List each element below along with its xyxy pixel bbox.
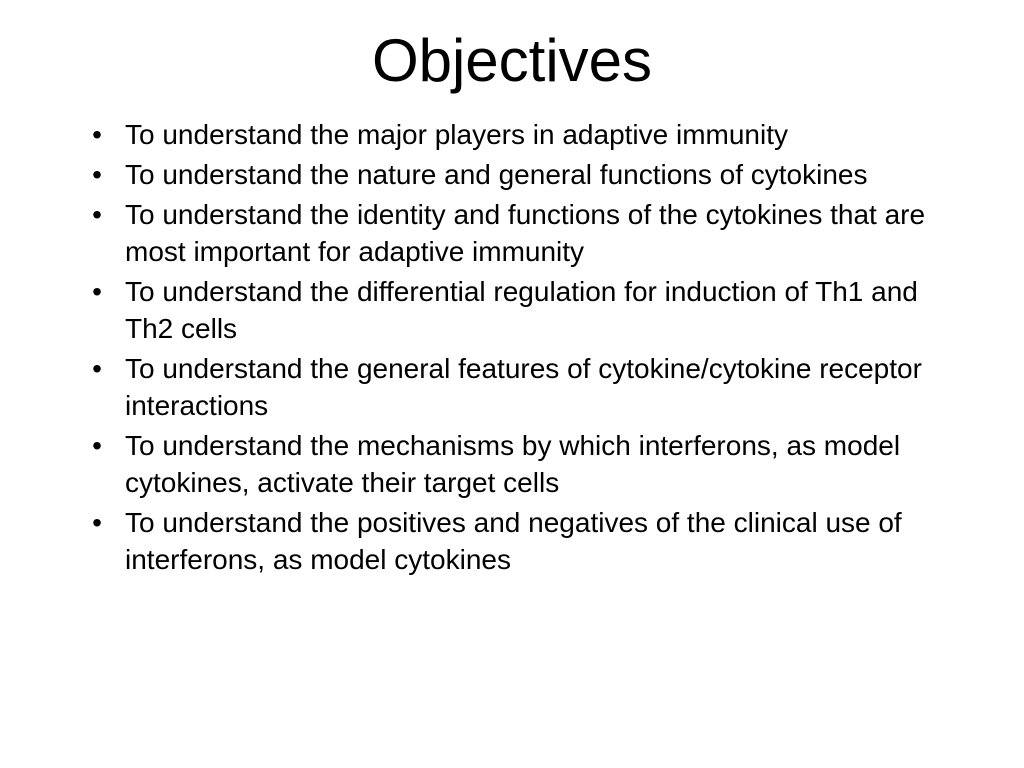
- bullet-icon: •: [92, 353, 102, 384]
- bullet-icon: •: [92, 199, 102, 230]
- objectives-list: • To understand the major players in ada…: [82, 116, 942, 581]
- list-item-text: To understand the differential regulatio…: [125, 276, 918, 344]
- slide-title: Objectives: [371, 27, 653, 94]
- list-item: • To understand the differential regulat…: [82, 273, 942, 347]
- bullet-icon: •: [92, 276, 102, 307]
- list-item-text: To understand the identity and functions…: [125, 199, 926, 267]
- bullet-icon: •: [92, 119, 102, 150]
- list-item-text: To understand the major players in adapt…: [125, 119, 789, 150]
- list-item: • To understand the identity and functio…: [82, 196, 942, 270]
- list-item: • To understand the positives and negati…: [82, 504, 942, 578]
- list-item-text: To understand the positives and negative…: [125, 507, 902, 575]
- list-item-text: To understand the nature and general fun…: [125, 159, 868, 190]
- list-item: • To understand the mechanisms by which …: [82, 427, 942, 501]
- bullet-icon: •: [92, 430, 102, 461]
- list-item-text: To understand the mechanisms by which in…: [125, 430, 901, 498]
- list-item: • To understand the major players in ada…: [82, 116, 942, 153]
- bullet-icon: •: [92, 507, 102, 538]
- bullet-icon: •: [92, 159, 102, 190]
- list-item: • To understand the general features of …: [82, 350, 942, 424]
- list-item-text: To understand the general features of cy…: [125, 353, 922, 421]
- list-item: • To understand the nature and general f…: [82, 156, 942, 193]
